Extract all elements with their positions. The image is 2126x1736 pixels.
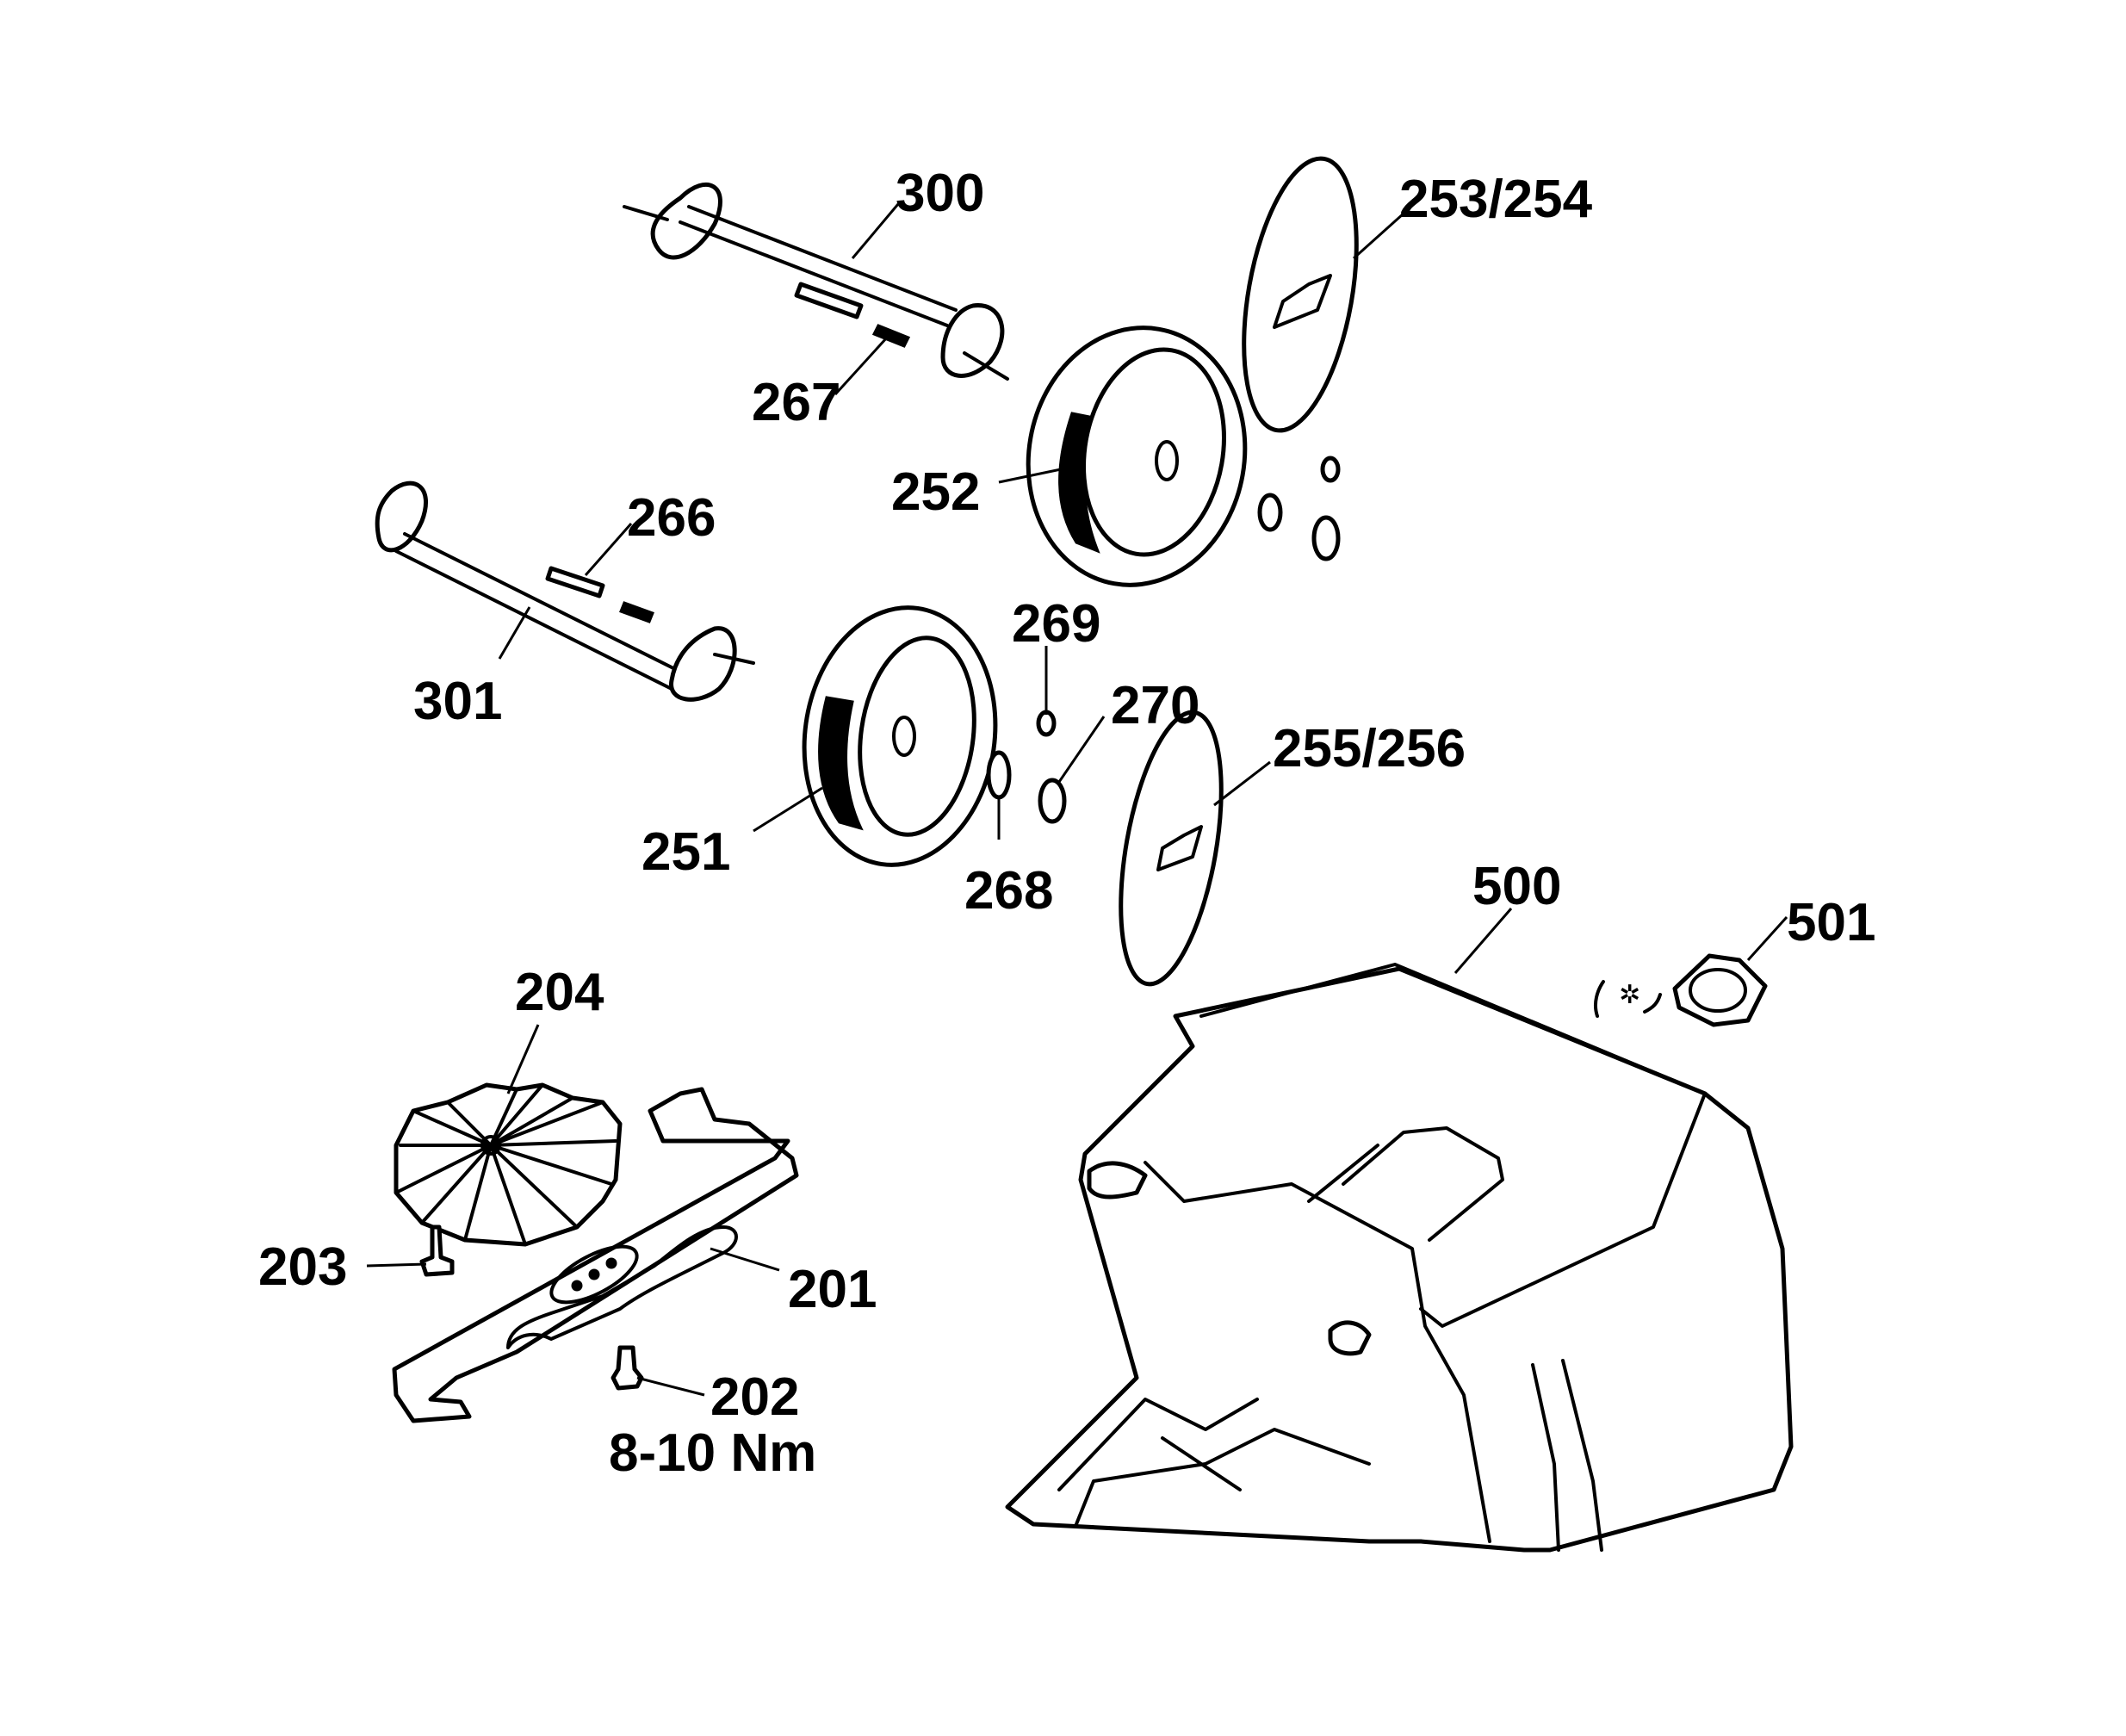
leader-lines: [366, 203, 1788, 1397]
torque-note: 8-10 Nm: [609, 1423, 816, 1483]
callout-268: 268: [964, 861, 1053, 921]
bushing-268-shape: [986, 750, 1012, 800]
axle-300: [623, 182, 1009, 381]
callout-270: 270: [1111, 676, 1199, 735]
callout-201: 201: [788, 1260, 877, 1319]
callout-300: 300: [896, 164, 984, 223]
callout-204: 204: [515, 963, 604, 1022]
callout-203: 203: [258, 1237, 347, 1297]
wheel-cap-255-256: [1119, 710, 1224, 987]
grass-catcher-500: ✲: [1005, 963, 1794, 1553]
wheel-252: [1026, 326, 1248, 587]
wheel-251: [802, 605, 998, 867]
pin-266: [545, 566, 654, 623]
callout-301: 301: [413, 672, 502, 731]
ring-near-252: [1311, 515, 1341, 561]
axle-301: [375, 480, 755, 702]
callout-269: 269: [1012, 594, 1100, 654]
pin-267: [794, 282, 911, 348]
washer-near-252: [1257, 493, 1283, 532]
callout-267: 267: [752, 373, 840, 432]
washer-269-shape: [1036, 710, 1057, 737]
callout-251: 251: [642, 822, 730, 882]
callout-202: 202: [710, 1367, 799, 1427]
catcher-logo-icon: ✲: [1619, 980, 1640, 1010]
fan-204: [394, 1082, 623, 1247]
callout-501: 501: [1787, 893, 1875, 952]
blade-bolt-202: [611, 1345, 644, 1391]
wheel-cap-253-254: [1242, 156, 1359, 433]
blade-201: [392, 1087, 799, 1423]
catcher-indicator-501: [1672, 953, 1768, 1027]
callout-253-254: 253/254: [1399, 170, 1593, 229]
fan-screw-203: [419, 1224, 455, 1277]
callout-266: 266: [627, 488, 716, 548]
callout-500: 500: [1472, 857, 1561, 916]
ring-270-shape: [1038, 778, 1067, 824]
nut-near-252: [1320, 456, 1341, 483]
callout-255-256: 255/256: [1273, 719, 1466, 778]
callout-252: 252: [891, 462, 980, 522]
